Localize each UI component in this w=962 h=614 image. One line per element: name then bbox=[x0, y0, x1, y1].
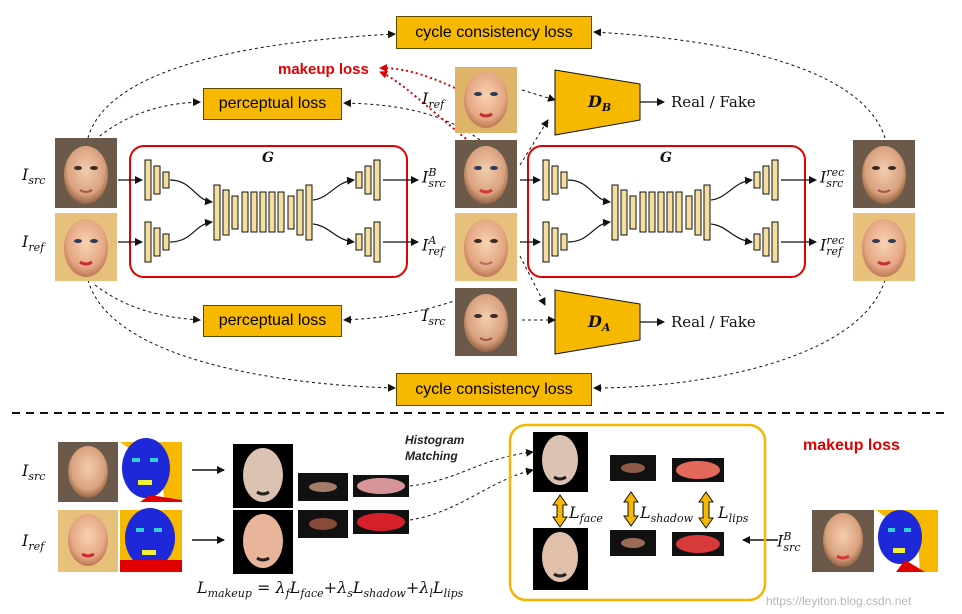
face-ref-disc bbox=[455, 67, 517, 133]
makeup-loss-frame bbox=[508, 423, 767, 602]
face-src-left bbox=[55, 138, 117, 208]
discriminator-a-shape bbox=[554, 289, 641, 355]
masked-face-ref bbox=[233, 510, 293, 574]
hist-eye-bottom bbox=[610, 530, 656, 556]
discriminator-a-label: DA bbox=[588, 312, 611, 335]
label-rec-src: Irecsrc bbox=[820, 166, 845, 190]
generator-frame-right bbox=[527, 145, 806, 278]
lips-crop-src bbox=[353, 475, 409, 497]
parsing-map-out bbox=[876, 510, 938, 572]
makeup-loss-title-bottom: makeup loss bbox=[803, 437, 900, 454]
parsing-map-src bbox=[120, 438, 182, 502]
hist-lips-top bbox=[672, 458, 724, 482]
cycle-consistency-loss-bottom: cycle consistency loss bbox=[396, 373, 592, 406]
generator-right-label: G bbox=[660, 150, 672, 166]
face-ref-bottom bbox=[58, 510, 118, 572]
makeup-loss-label-top: makeup loss bbox=[278, 61, 369, 78]
discriminator-b-label: DB bbox=[588, 92, 612, 115]
face-ref-left bbox=[55, 213, 117, 281]
watermark: https://leyiton.blog.csdn.net bbox=[766, 594, 912, 608]
label-l-shadow: Lshadow bbox=[640, 503, 693, 526]
face-src-bottom bbox=[58, 442, 118, 502]
histogram-connectors bbox=[409, 448, 534, 521]
perceptual-loss-bottom: perceptual loss bbox=[203, 305, 342, 337]
label-isrc-top: Isrc bbox=[22, 165, 46, 188]
flow-arrows bbox=[118, 98, 817, 326]
label-out-b-bottom: IBsrc bbox=[777, 530, 801, 554]
generator-left-blocks bbox=[144, 159, 381, 263]
hist-face-bottom bbox=[533, 528, 588, 590]
label-out-b-top: IBsrc bbox=[422, 166, 446, 190]
face-rec-ref bbox=[853, 213, 915, 281]
generator-internal-arrows bbox=[169, 176, 753, 246]
face-src-disc bbox=[455, 288, 517, 356]
label-l-lips: Llips bbox=[718, 503, 749, 526]
discriminator-b-shape bbox=[554, 69, 641, 136]
hist-lips-bottom bbox=[672, 532, 724, 556]
generator-right-blocks bbox=[542, 159, 779, 263]
label-isrc-disc: Isrc bbox=[422, 306, 446, 329]
label-iref-top: Iref bbox=[22, 232, 45, 255]
label-iref-bottom: Iref bbox=[22, 531, 45, 554]
label-rec-ref: Irecref bbox=[820, 234, 845, 258]
face-out-b-bottom bbox=[812, 510, 874, 572]
face-rec-src bbox=[853, 140, 915, 208]
eye-crop-ref bbox=[298, 510, 348, 538]
masked-face-src bbox=[233, 444, 293, 508]
face-out-b bbox=[455, 140, 517, 208]
real-fake-b: Real / Fake bbox=[671, 93, 756, 111]
dashed-connectors bbox=[87, 28, 886, 392]
label-out-a-top: IAref bbox=[422, 234, 445, 258]
perceptual-loss-top: perceptual loss bbox=[203, 88, 342, 120]
parsing-map-ref bbox=[120, 508, 182, 572]
face-out-a bbox=[455, 213, 517, 281]
lips-crop-ref bbox=[353, 510, 409, 534]
real-fake-a: Real / Fake bbox=[671, 313, 756, 331]
bottom-arrows bbox=[192, 466, 778, 544]
generator-frame-left bbox=[129, 145, 408, 278]
loss-double-arrows bbox=[552, 491, 714, 529]
hist-face-top bbox=[533, 432, 588, 492]
label-isrc-bottom: Isrc bbox=[22, 461, 46, 484]
label-iref-disc: Iref bbox=[422, 89, 445, 112]
cycle-consistency-loss-top: cycle consistency loss bbox=[396, 16, 592, 49]
generator-left-label: G bbox=[262, 150, 274, 166]
label-l-face: Lface bbox=[569, 503, 603, 526]
eye-crop-src bbox=[298, 473, 348, 501]
hist-eye-top bbox=[610, 455, 656, 481]
makeup-loss-formula: Lmakeup = λfLface+λsLshadow+λlLlips bbox=[197, 578, 464, 601]
